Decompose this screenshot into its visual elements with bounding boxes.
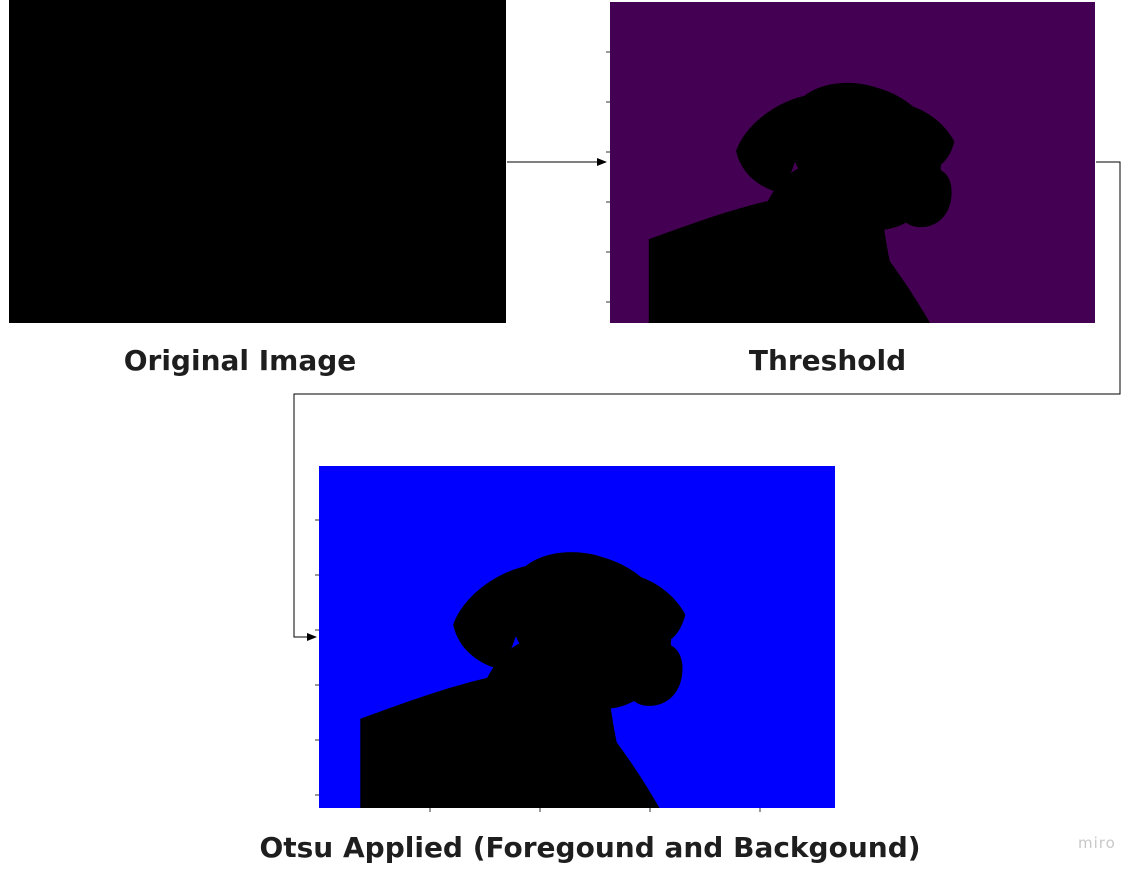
otsu-image-panel: .p3 .coat { fill: #f5f3ee; } .p3 .spot {…	[315, 466, 835, 812]
threshold-axis-ticks	[606, 51, 610, 303]
original-image-panel: .p1 .coat { fill: #f5f3ee; } .p1 .spot {…	[9, 0, 506, 323]
otsu-axis-ticks	[315, 519, 761, 812]
miro-watermark: miro	[1078, 834, 1116, 852]
arrow-connector-threshold-to-otsu	[293, 161, 1121, 641]
original-image-caption: Original Image	[123, 344, 357, 377]
threshold-image-panel: .p2 .coat { fill: #fde725; } .p2 .spot {…	[606, 2, 1095, 323]
otsu-caption: Otsu Applied (Foregound and Backgound)	[259, 831, 921, 864]
threshold-caption: Threshold	[748, 344, 907, 377]
